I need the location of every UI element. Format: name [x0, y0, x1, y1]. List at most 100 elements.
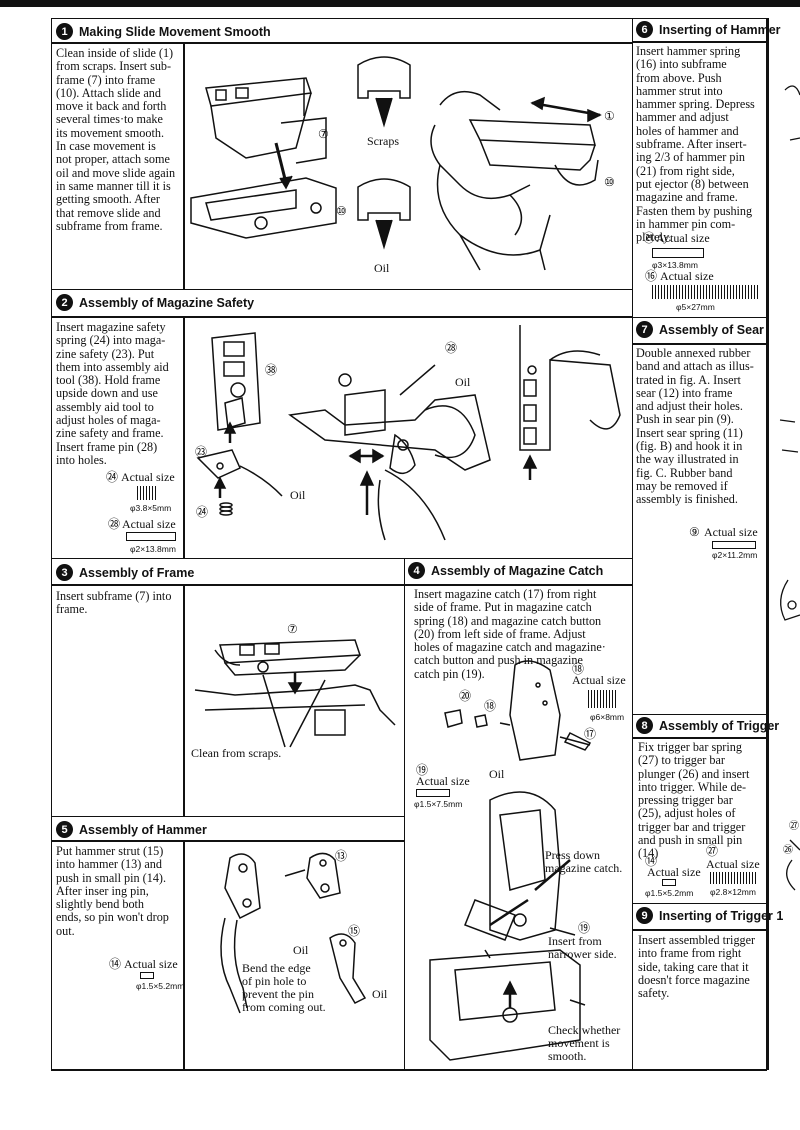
divider: [183, 42, 185, 290]
label-bend-edge: Bend the edge of pin hole to prevent the…: [242, 961, 326, 1014]
dimension-label: φ1.5×5.2mm: [136, 981, 185, 991]
section-title: Assembly of Magazine Catch: [431, 563, 604, 578]
ref-7: ⑦: [287, 622, 298, 636]
small-pin-actual-size: [662, 879, 676, 886]
ref-7: ⑦: [318, 127, 329, 141]
section-9-header: 9 Inserting of Trigger 1: [636, 907, 783, 924]
catch-pin-actual-size: [416, 789, 450, 797]
grip-frame-illustration: [420, 780, 635, 1070]
label-oil: Oil: [489, 767, 505, 781]
dimension-label: φ3×13.8mm: [652, 260, 698, 270]
actual-size-label: Actual size: [656, 231, 710, 245]
divider: [632, 929, 767, 931]
ref-18-drawing: ⑱: [484, 699, 497, 713]
section-assembly-frame: [51, 558, 405, 818]
actual-size-label: Actual size: [122, 517, 176, 531]
step-number-badge: 1: [56, 23, 73, 40]
label-clean-scraps: Clean from scraps.: [191, 746, 282, 760]
section-6-instructions: Insert hammer spring (16) into subframe …: [636, 44, 755, 245]
section-7-instructions: Double annexed rubber band and attach as…: [636, 346, 754, 507]
divider: [183, 316, 185, 559]
section-6-header: 6 Inserting of Hammer: [636, 21, 781, 38]
dimension-label: φ3.8×5mm: [130, 503, 172, 513]
ref-23: ㉓: [195, 445, 208, 459]
catch-spring-actual-size: [588, 690, 616, 708]
step-number-badge: 9: [636, 907, 653, 924]
ref-17: ⑰: [584, 727, 597, 741]
safety-spring-actual-size: [137, 486, 157, 500]
section-title: Assembly of Hammer: [79, 822, 207, 837]
step-number-badge: 4: [408, 562, 425, 579]
ref-20: ⑳: [459, 689, 472, 703]
hammer-parts-illustration: [195, 848, 395, 1018]
label-oil-1: Oil: [293, 943, 309, 957]
section-title: Assembly of Magazine Safety: [79, 295, 255, 310]
ref-10: ⑩: [336, 204, 347, 218]
slide-cross-section-scraps: [354, 53, 414, 133]
section-4-instructions: Insert magazine catch (17) from right si…: [414, 587, 606, 681]
right-margin-rule: [767, 18, 769, 1070]
step-number-badge: 8: [636, 717, 653, 734]
divider: [183, 584, 185, 818]
ref-9: ⑨: [689, 525, 700, 539]
divider: [51, 840, 405, 842]
actual-size-label: Actual size: [121, 470, 175, 484]
section-3-instructions: Insert subframe (7) into frame.: [56, 589, 172, 617]
ref-13: ⑬: [335, 849, 348, 863]
frame-safety-illustration: [285, 340, 505, 540]
dimension-label: φ5×27mm: [676, 302, 715, 312]
section-assembly-sear: [632, 317, 767, 715]
dimension-label: φ2×13.8mm: [130, 544, 176, 554]
actual-size-label: Actual size: [704, 525, 758, 539]
section-8-instructions: Fix trigger bar spring (27) to trigger b…: [638, 740, 750, 861]
ref-18: ⑱: [572, 662, 585, 676]
trigger-bar-spring-actual-size: [710, 872, 756, 884]
ref-24-drawing: ㉔: [196, 505, 209, 519]
top-border: [0, 0, 800, 7]
section-2-instructions: Insert magazine safety spring (24) into …: [56, 320, 169, 467]
step-number-badge: 6: [636, 21, 653, 38]
section-2-header: 2 Assembly of Magazine Safety: [56, 294, 254, 311]
ref-19-drawing: ⑲: [578, 921, 591, 935]
margin-ref-27: ㉗: [789, 821, 799, 832]
hand-with-slide-illustration: [420, 65, 625, 275]
sear-pin-actual-size: [712, 541, 756, 549]
section-1-instructions: Clean inside of slide (1) from scraps. I…: [56, 46, 176, 233]
margin-ref-26: ㉖: [783, 845, 793, 856]
ref-10-hand: ⑩: [604, 175, 615, 189]
label-oil: Oil: [374, 261, 390, 275]
small-pin-actual-size: [140, 972, 154, 979]
frame-detail-illustration: [510, 320, 625, 485]
actual-size-label: Actual size: [572, 673, 626, 687]
label-oil-2: Oil: [372, 987, 388, 1001]
actual-size-label: Actual size: [647, 865, 701, 879]
frame-subframe-illustration: [195, 635, 400, 750]
ref-1: ①: [604, 109, 615, 123]
ref-14: ⑭: [645, 854, 658, 868]
section-title: Making Slide Movement Smooth: [79, 24, 271, 39]
section-inserting-hammer: [632, 18, 767, 318]
section-7-header: 7 Assembly of Sear: [636, 321, 764, 338]
section-title: Assembly of Trigger: [659, 718, 780, 733]
section-5-instructions: Put hammer strut (15) into hammer (13) a…: [56, 844, 169, 938]
dimension-label: φ2×11.2mm: [712, 550, 758, 560]
label-press-down: Press down magazine catch.: [545, 848, 623, 875]
ref-14: ⑭: [109, 957, 122, 971]
divider: [632, 41, 767, 43]
divider: [632, 737, 767, 739]
section-3-header: 3 Assembly of Frame: [56, 564, 194, 581]
frame-pin-actual-size: [126, 532, 176, 541]
step-number-badge: 3: [56, 564, 73, 581]
section-4-header: 4 Assembly of Magazine Catch: [408, 562, 603, 579]
assembly-aid-tool-illustration: [190, 328, 300, 523]
label-oil-2: Oil: [455, 375, 471, 389]
section-9-instructions: Insert assembled trigger into frame from…: [638, 933, 756, 1001]
cropped-illustration-edge: [770, 60, 800, 1060]
label-insert-narrow: Insert from narrower side.: [548, 934, 617, 961]
ref-16: ⑯: [645, 269, 658, 283]
ref-21: ㉑: [643, 231, 656, 245]
divider: [183, 840, 185, 1070]
hammer-spring-actual-size: [652, 285, 760, 299]
divider: [404, 584, 633, 586]
dimension-label: φ1.5×7.5mm: [414, 799, 463, 809]
